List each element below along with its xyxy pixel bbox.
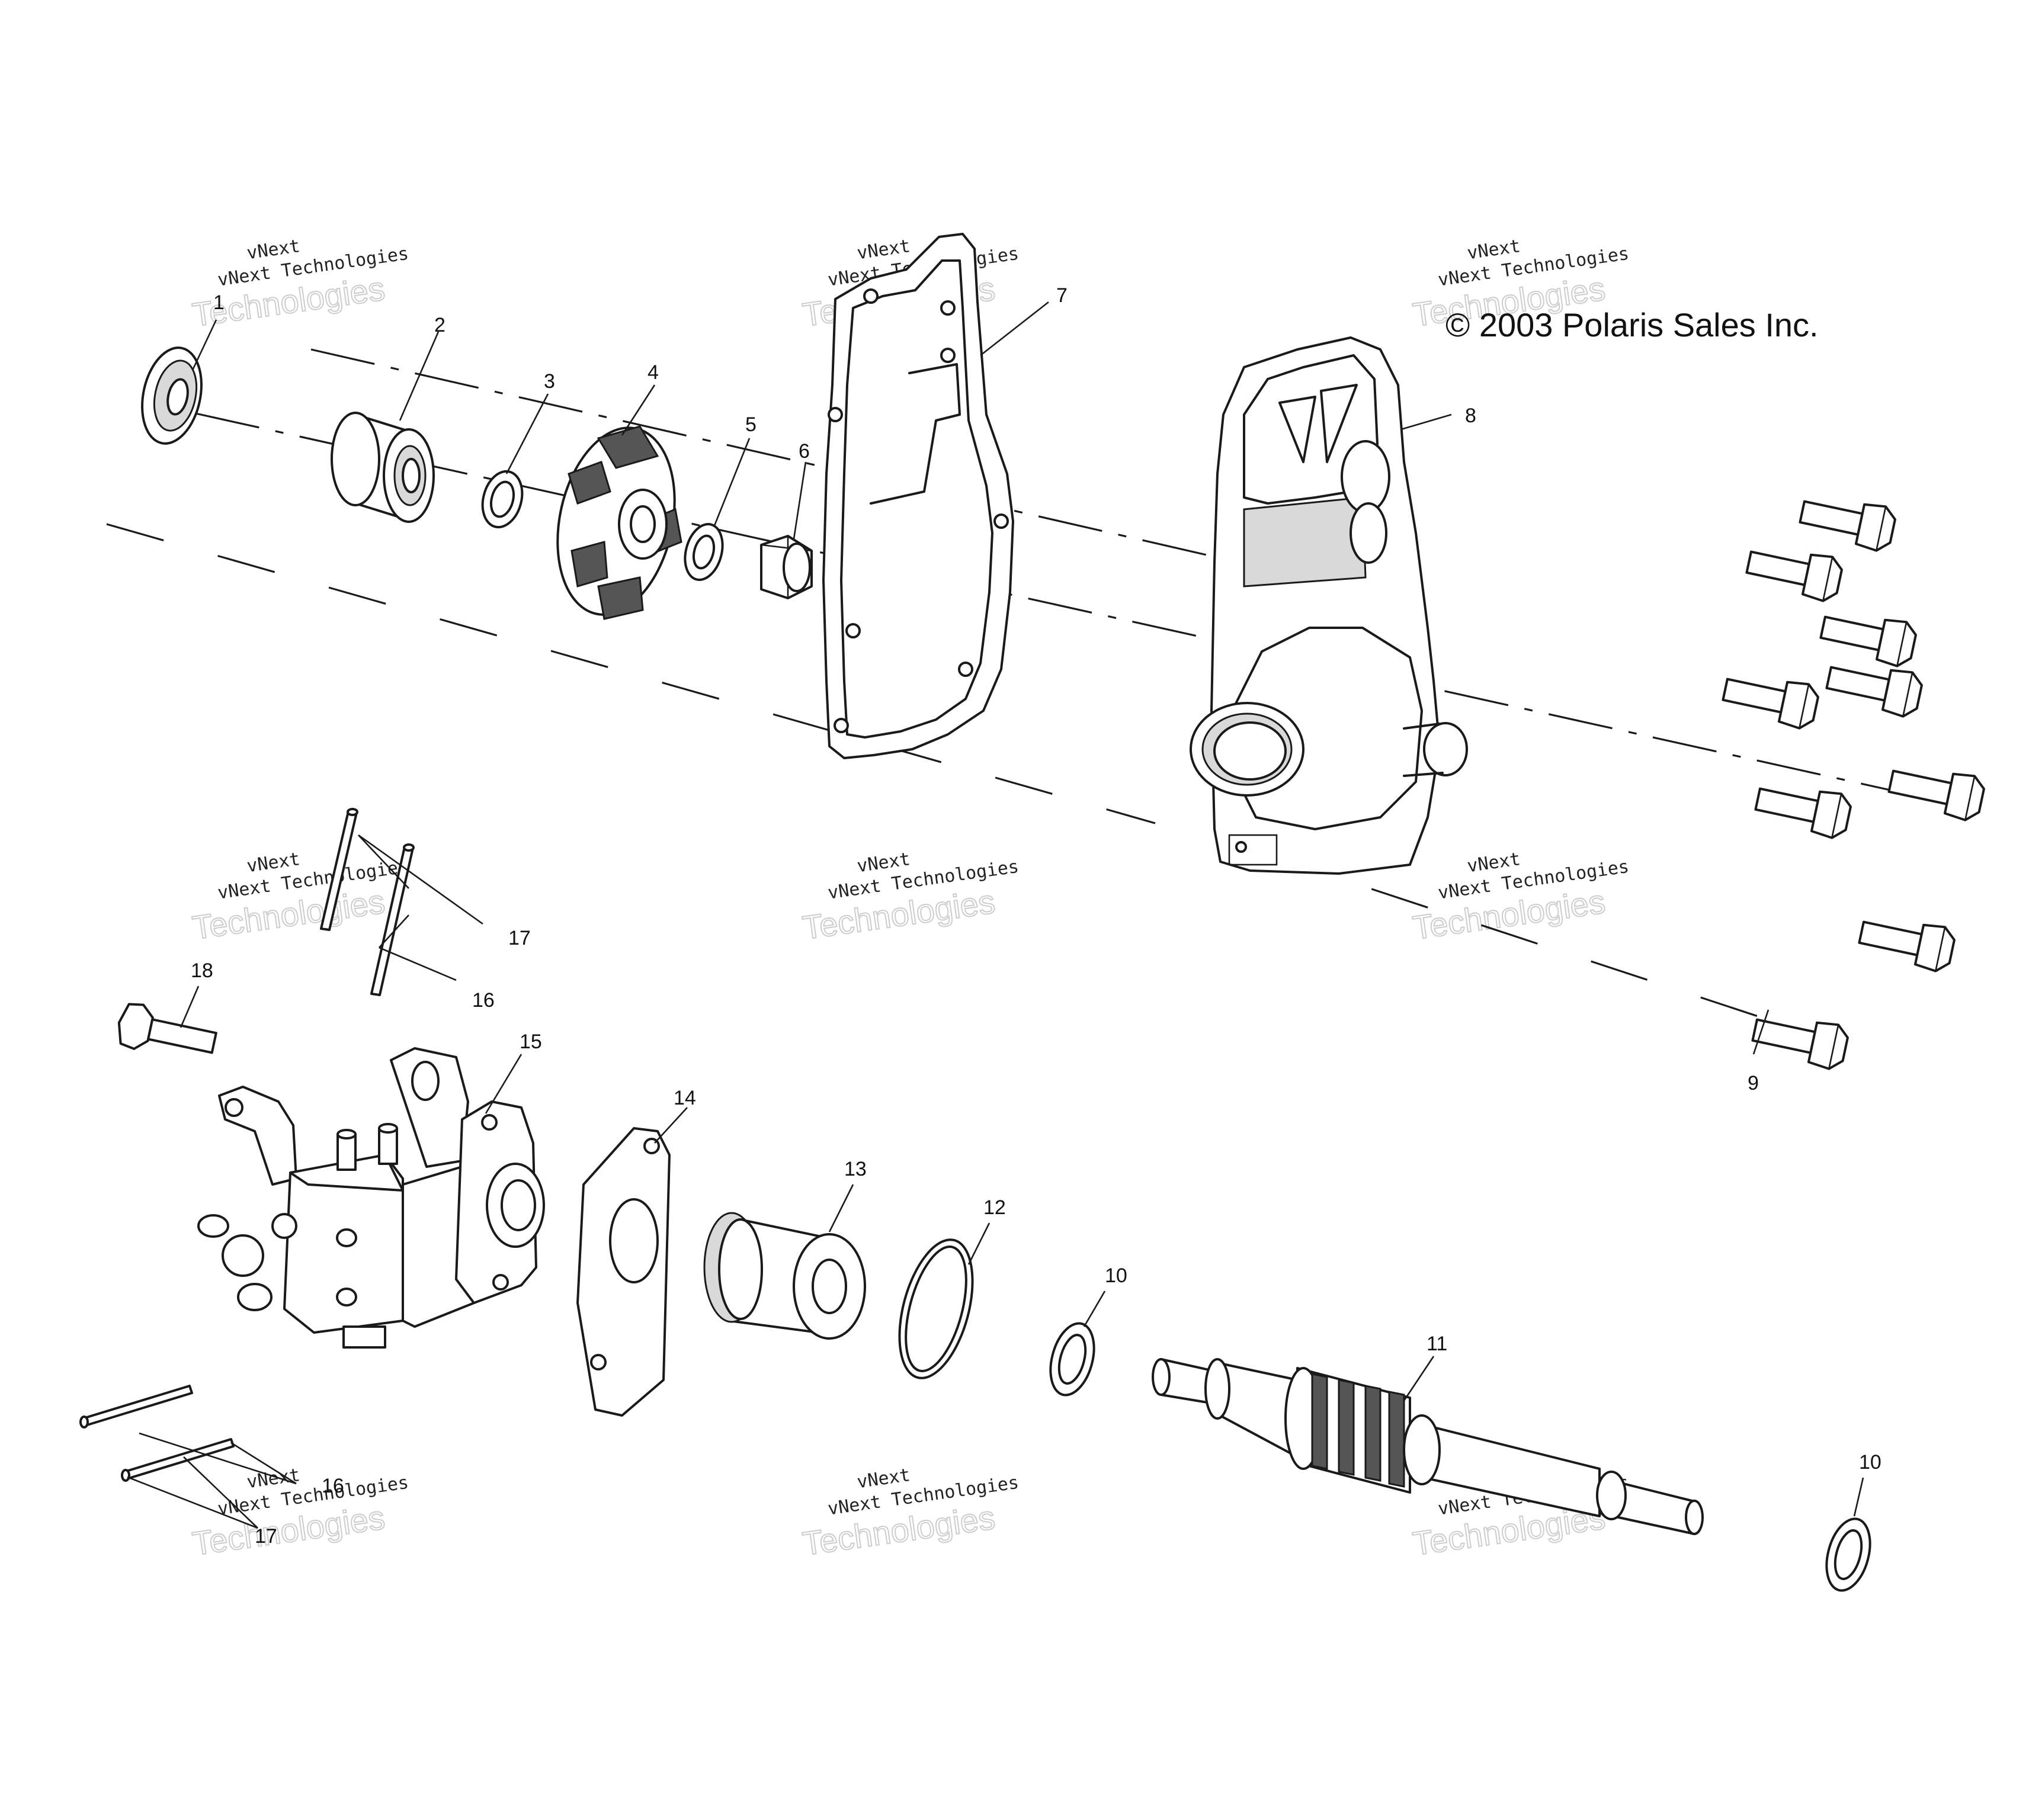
callout-3: 3 xyxy=(544,370,555,393)
part-5-washer xyxy=(684,522,724,582)
part-1-seal xyxy=(141,346,203,445)
part-16-17-upper-pins xyxy=(320,808,415,996)
callout-15: 15 xyxy=(520,1031,542,1053)
callout-1: 1 xyxy=(213,291,225,314)
part-6-nut xyxy=(760,535,813,599)
part-7-gasket xyxy=(822,233,1014,759)
callout-10b: 10 xyxy=(1859,1451,1881,1474)
callout-7: 7 xyxy=(1056,284,1068,307)
callout-8: 8 xyxy=(1465,405,1476,427)
part-14-gasket xyxy=(576,1127,671,1417)
callout-4: 4 xyxy=(648,361,659,384)
copyright-text: © 2003 Polaris Sales Inc. xyxy=(1445,306,1819,344)
part-18-bolt xyxy=(117,1003,217,1054)
callout-9: 9 xyxy=(1748,1072,1759,1094)
part-10-washer xyxy=(1049,1322,1095,1397)
callout-14: 14 xyxy=(674,1087,696,1109)
callout-17b: 17 xyxy=(255,1525,277,1548)
leader-lines xyxy=(127,301,1864,1529)
part-2-bearing xyxy=(331,412,435,523)
part-9-bolts xyxy=(1722,500,1985,1070)
callout-6: 6 xyxy=(799,440,810,463)
callout-10a: 10 xyxy=(1105,1264,1127,1287)
callout-12: 12 xyxy=(983,1196,1006,1219)
callout-11: 11 xyxy=(1427,1333,1447,1355)
callout-18: 18 xyxy=(191,959,213,982)
part-4-impeller xyxy=(556,425,682,620)
callout-2: 2 xyxy=(434,314,445,336)
part-16-17-lower-pins xyxy=(79,1385,235,1482)
assembly-axis-lines xyxy=(106,348,1973,1026)
callout-17a: 17 xyxy=(508,927,531,949)
part-8-cover xyxy=(1190,336,1468,875)
callout-16b: 16 xyxy=(322,1475,344,1497)
part-10-washer xyxy=(1825,1517,1871,1592)
part-15-oil-pump xyxy=(197,1047,545,1349)
callout-16a: 16 xyxy=(472,989,495,1012)
part-11-shaft xyxy=(1152,1358,1704,1535)
part-12-o-ring xyxy=(898,1238,974,1379)
part-3-washer xyxy=(481,470,524,529)
callout-13: 13 xyxy=(844,1158,867,1180)
callout-numbers: 1 2 3 4 5 6 7 8 9 17 16 18 15 14 13 12 1… xyxy=(191,284,1881,1548)
part-13-sleeve xyxy=(703,1212,866,1340)
callout-5: 5 xyxy=(745,413,757,436)
